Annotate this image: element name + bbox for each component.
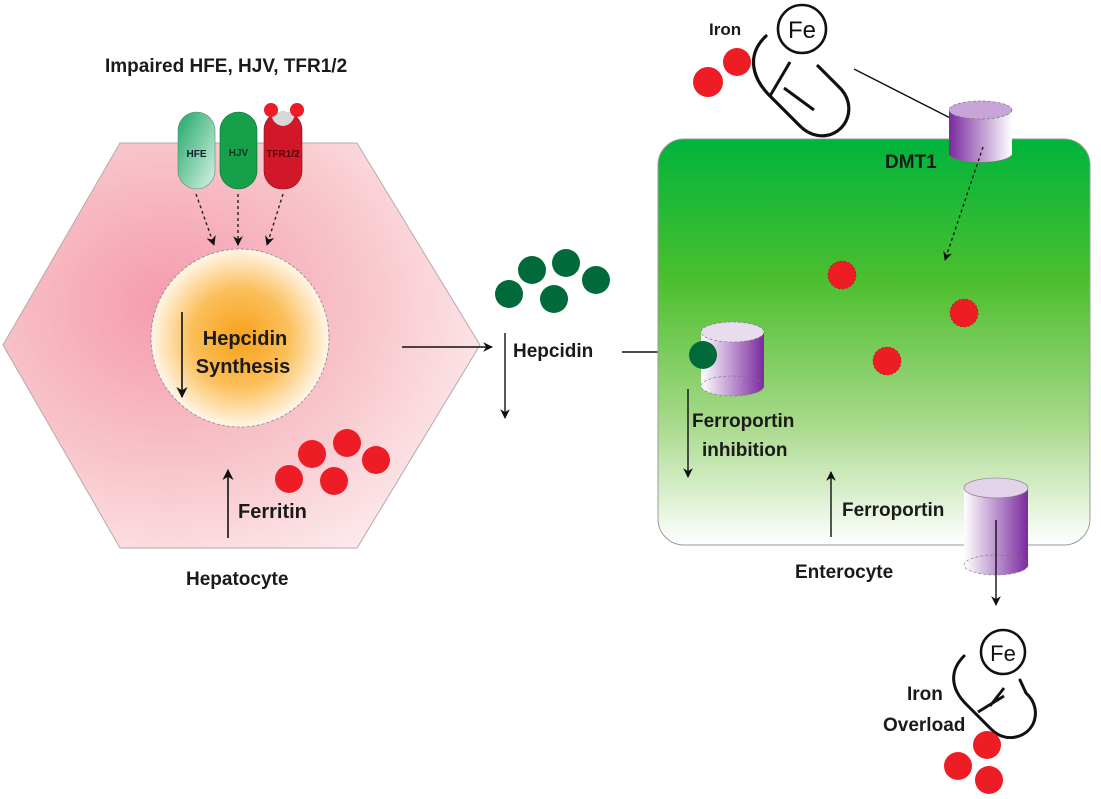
iron-dot <box>320 467 348 495</box>
iron-dot <box>949 298 979 328</box>
hepcidin-dots <box>495 249 610 313</box>
iron-dot <box>973 731 1001 759</box>
iron-overload-line2: Overload <box>883 715 965 736</box>
enterocyte-label: Enterocyte <box>795 562 893 583</box>
hepcidin-dot <box>582 266 610 294</box>
ferritin-iron-dots <box>275 429 390 495</box>
receptor-hjv: HJV <box>219 111 258 190</box>
hepcidin-label: Hepcidin <box>513 341 593 362</box>
hepcidin-dot <box>495 280 523 308</box>
iron-dot <box>723 48 751 76</box>
ferroportin-inhibition-line2: inhibition <box>702 440 787 461</box>
receptor-hfe-label: HFE <box>187 149 207 160</box>
receptor-hfe: HFE <box>177 111 216 190</box>
dmt1-transporter <box>948 100 1013 163</box>
nucleus-label-line2: Synthesis <box>196 356 290 378</box>
iron-dot <box>298 440 326 468</box>
iron-dot <box>693 67 723 97</box>
receptor-tfr: TFR1/2 <box>263 103 304 190</box>
iron-overload-pill-icon: Fe <box>952 628 1037 740</box>
fe-symbol: Fe <box>788 17 816 44</box>
ferritin-label: Ferritin <box>238 501 307 523</box>
dmt1-internal-arrow <box>943 146 984 261</box>
iron-dot <box>333 429 361 457</box>
fe-symbol: Fe <box>990 641 1016 666</box>
receptor-tfr-label: TFR1/2 <box>266 149 300 160</box>
signal-arrow-tfr <box>264 193 284 246</box>
iron-supplement-pill-icon: Fe <box>751 3 851 138</box>
hepcidin-dot <box>540 285 568 313</box>
nucleus-label-line1: Hepcidin <box>203 328 287 350</box>
ferroportin-inhibition-line1: Ferroportin <box>692 411 794 432</box>
iron-dot <box>975 766 1003 794</box>
hepatocyte-label: Hepatocyte <box>186 569 288 590</box>
iron-input-label: Iron <box>709 20 741 39</box>
iron-uptake-arrow <box>853 68 967 127</box>
receptor-hjv-label: HJV <box>229 148 249 159</box>
enterocyte-cell <box>657 138 1091 546</box>
iron-overload-line1: Iron <box>907 684 943 705</box>
diagram-title: Impaired HFE, HJV, TFR1/2 <box>105 56 347 77</box>
iron-dot <box>275 465 303 493</box>
hepcidin-bound-dot <box>689 341 717 369</box>
hepatocyte-nucleus <box>150 248 330 428</box>
hepcidin-dot <box>552 249 580 277</box>
iron-dot <box>872 346 902 376</box>
iron-dot <box>362 446 390 474</box>
dmt1-label: DMT1 <box>885 152 937 173</box>
hepcidin-dot <box>518 256 546 284</box>
iron-dot <box>827 260 857 290</box>
ferroportin-inhibited <box>700 321 765 397</box>
ferroportin-label: Ferroportin <box>842 500 944 521</box>
iron-dot <box>944 752 972 780</box>
